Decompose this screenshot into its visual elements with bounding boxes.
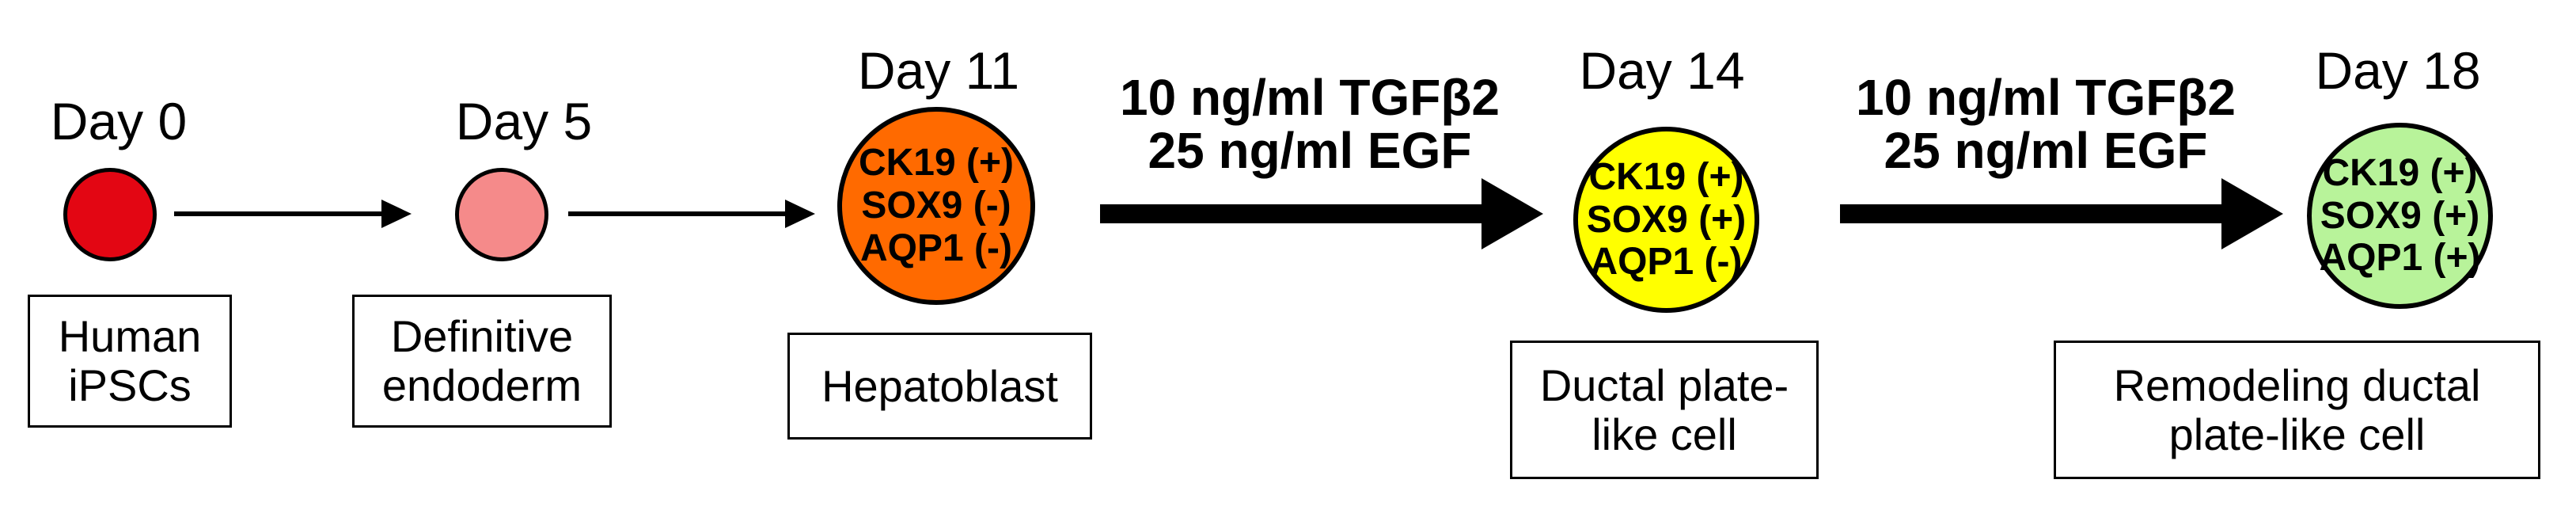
stage-4-marker-aqp1: AQP1 (+) xyxy=(2319,237,2481,280)
stage-3-marker-aqp1: AQP1 (-) xyxy=(1590,241,1743,284)
treatment-2-egf: 25 ng/ml EGF xyxy=(1884,122,2208,180)
stage-2-marker-aqp1: AQP1 (-) xyxy=(860,226,1012,269)
stage-0-circle xyxy=(63,168,157,261)
stage-4-label-box: Remodeling ductal plate-like cell xyxy=(2054,341,2540,479)
stage-3-label-line-2: like cell xyxy=(1592,409,1737,459)
stage-2-label-line-1: Hepatoblast xyxy=(821,360,1058,411)
stage-3-marker-ck19: CK19 (+) xyxy=(1588,155,1744,198)
stage-3-marker-sox9: SOX9 (+) xyxy=(1586,198,1747,241)
day-label-stage-3: Day 14 xyxy=(1579,41,1745,100)
stage-2-circle: CK19 (+) SOX9 (-) AQP1 (-) xyxy=(837,107,1035,305)
day-label-stage-2: Day 11 xyxy=(857,41,1020,100)
stage-2-marker-sox9: SOX9 (-) xyxy=(861,185,1011,227)
stage-0-label-box: Human iPSCs xyxy=(28,295,232,428)
stage-1-label-box: Definitive endoderm xyxy=(352,295,612,428)
stage-4-circle: CK19 (+) SOX9 (+) AQP1 (+) xyxy=(2307,123,2493,309)
stage-1-label-line-2: endoderm xyxy=(381,360,582,410)
thin-arrow-day0-day5 xyxy=(174,200,412,228)
treatment-2-tgfb2: 10 ng/ml TGFβ2 xyxy=(1855,69,2236,126)
treatment-2: 10 ng/ml TGFβ2 25 ng/ml EGF xyxy=(1808,69,2283,180)
stage-4-label-line-1: Remodeling ductal xyxy=(2113,360,2481,410)
treatment-1: 10 ng/ml TGFβ2 25 ng/ml EGF xyxy=(1072,69,1547,180)
stage-3-label-line-1: Ductal plate- xyxy=(1539,360,1789,410)
stage-0-label-line-2: iPSCs xyxy=(68,360,192,410)
stage-4-marker-ck19: CK19 (+) xyxy=(2322,151,2478,194)
stage-4-marker-sox9: SOX9 (+) xyxy=(2320,194,2480,237)
stage-3-circle: CK19 (+) SOX9 (+) AQP1 (-) xyxy=(1573,127,1759,313)
stage-4-label-line-2: plate-like cell xyxy=(2168,409,2426,459)
stage-2-marker-ck19: CK19 (+) xyxy=(858,142,1015,185)
stage-1-label-line-1: Definitive xyxy=(390,311,574,362)
stage-1-circle xyxy=(455,168,548,261)
treatment-1-egf: 25 ng/ml EGF xyxy=(1148,122,1472,180)
day-label-stage-0: Day 0 xyxy=(50,92,188,150)
thick-arrow-day14-day18 xyxy=(1840,178,2283,249)
day-label-stage-1: Day 5 xyxy=(455,92,593,150)
stage-3-label-box: Ductal plate- like cell xyxy=(1510,341,1819,479)
thin-arrow-day5-day11 xyxy=(568,200,815,228)
thick-arrow-day11-day14 xyxy=(1100,178,1543,249)
stage-2-label-box: Hepatoblast xyxy=(787,333,1092,440)
day-label-stage-4: Day 18 xyxy=(2315,41,2481,100)
treatment-1-tgfb2: 10 ng/ml TGFβ2 xyxy=(1119,69,1500,126)
stage-0-label-line-1: Human xyxy=(58,311,202,362)
